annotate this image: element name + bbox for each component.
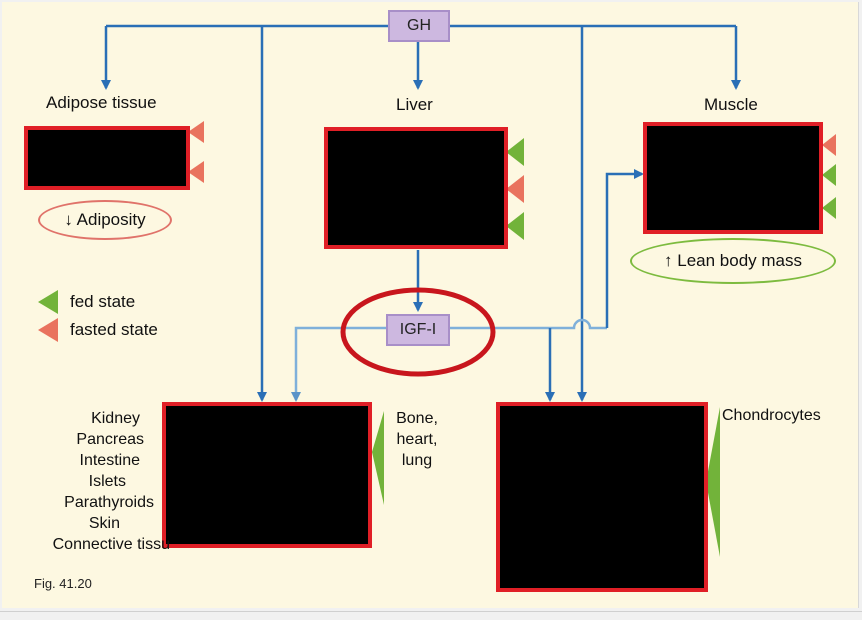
liver-effects-box xyxy=(324,127,508,249)
lean-body-mass-effect: ↑ Lean body mass xyxy=(630,238,836,284)
fed-triangle xyxy=(822,197,836,219)
tissue-pancreas: Pancreas xyxy=(76,431,144,448)
tissue-kidney: Kidney xyxy=(91,410,140,427)
fed-triangle xyxy=(822,164,836,186)
tissue-intestine: Intestine xyxy=(79,452,140,469)
lean-body-mass-text: ↑ Lean body mass xyxy=(664,251,802,270)
legend-fasted-label: fasted state xyxy=(70,320,158,339)
other-tissues-effects-box xyxy=(162,402,372,548)
bone-heart-lung-label: Bone, heart, lung xyxy=(390,408,444,471)
tissue-heart: heart, xyxy=(396,431,438,448)
tissue-lung: lung xyxy=(401,452,433,469)
legend-fed: fed state xyxy=(38,290,135,314)
igf-hormone-box: IGF-I xyxy=(386,314,450,346)
fasted-triangle xyxy=(188,161,204,183)
chondrocytes-label: Chondrocytes xyxy=(722,407,821,424)
arrow-igf-chondrocytes xyxy=(450,318,607,330)
figure-label: Fig. 41.20 xyxy=(34,576,92,591)
fed-state-icon xyxy=(38,290,58,314)
tissue-connective: Connective tissu xyxy=(52,536,170,553)
fed-triangle xyxy=(506,212,524,240)
page-bottom-divider xyxy=(0,611,862,612)
adiposity-effect: ↓ Adiposity xyxy=(38,200,172,240)
chondrocyte-effects-box xyxy=(496,402,708,592)
pathway-arrows xyxy=(101,24,836,557)
fasted-triangle xyxy=(188,121,204,143)
muscle-effects-box xyxy=(643,122,823,234)
tissue-parathyroids: Parathyroids xyxy=(64,494,154,511)
fasted-triangle xyxy=(822,134,836,156)
fasted-triangle xyxy=(506,175,524,203)
adipose-effects-box xyxy=(24,126,190,190)
adipose-tissue-label: Adipose tissue xyxy=(46,93,157,112)
diagram-canvas: GH IGF-I Adipose tissue Liver Muscle ↓ A… xyxy=(2,2,859,608)
fed-triangle xyxy=(372,411,384,505)
tissue-bone: Bone, xyxy=(396,410,438,427)
gh-label: GH xyxy=(407,17,431,34)
adiposity-text: ↓ Adiposity xyxy=(64,210,146,229)
tissue-skin: Skin xyxy=(88,515,120,532)
gh-hormone-box: GH xyxy=(388,10,450,42)
arrow-igf-muscle xyxy=(605,169,644,328)
fed-triangle xyxy=(506,138,524,166)
fed-triangle xyxy=(706,407,720,557)
tissue-islets: Islets xyxy=(88,473,126,490)
legend-fed-label: fed state xyxy=(70,292,136,311)
other-tissues-list: Kidney Pancreas Intestine Islets Parathy… xyxy=(24,408,170,555)
arrow-igf-other-tissues xyxy=(291,326,386,402)
legend-fasted: fasted state xyxy=(38,318,158,342)
muscle-label: Muscle xyxy=(704,95,758,114)
igf-label: IGF-I xyxy=(399,321,437,338)
fasted-state-icon xyxy=(38,318,58,342)
liver-label: Liver xyxy=(396,95,433,114)
igf-highlight-circle xyxy=(340,287,496,377)
